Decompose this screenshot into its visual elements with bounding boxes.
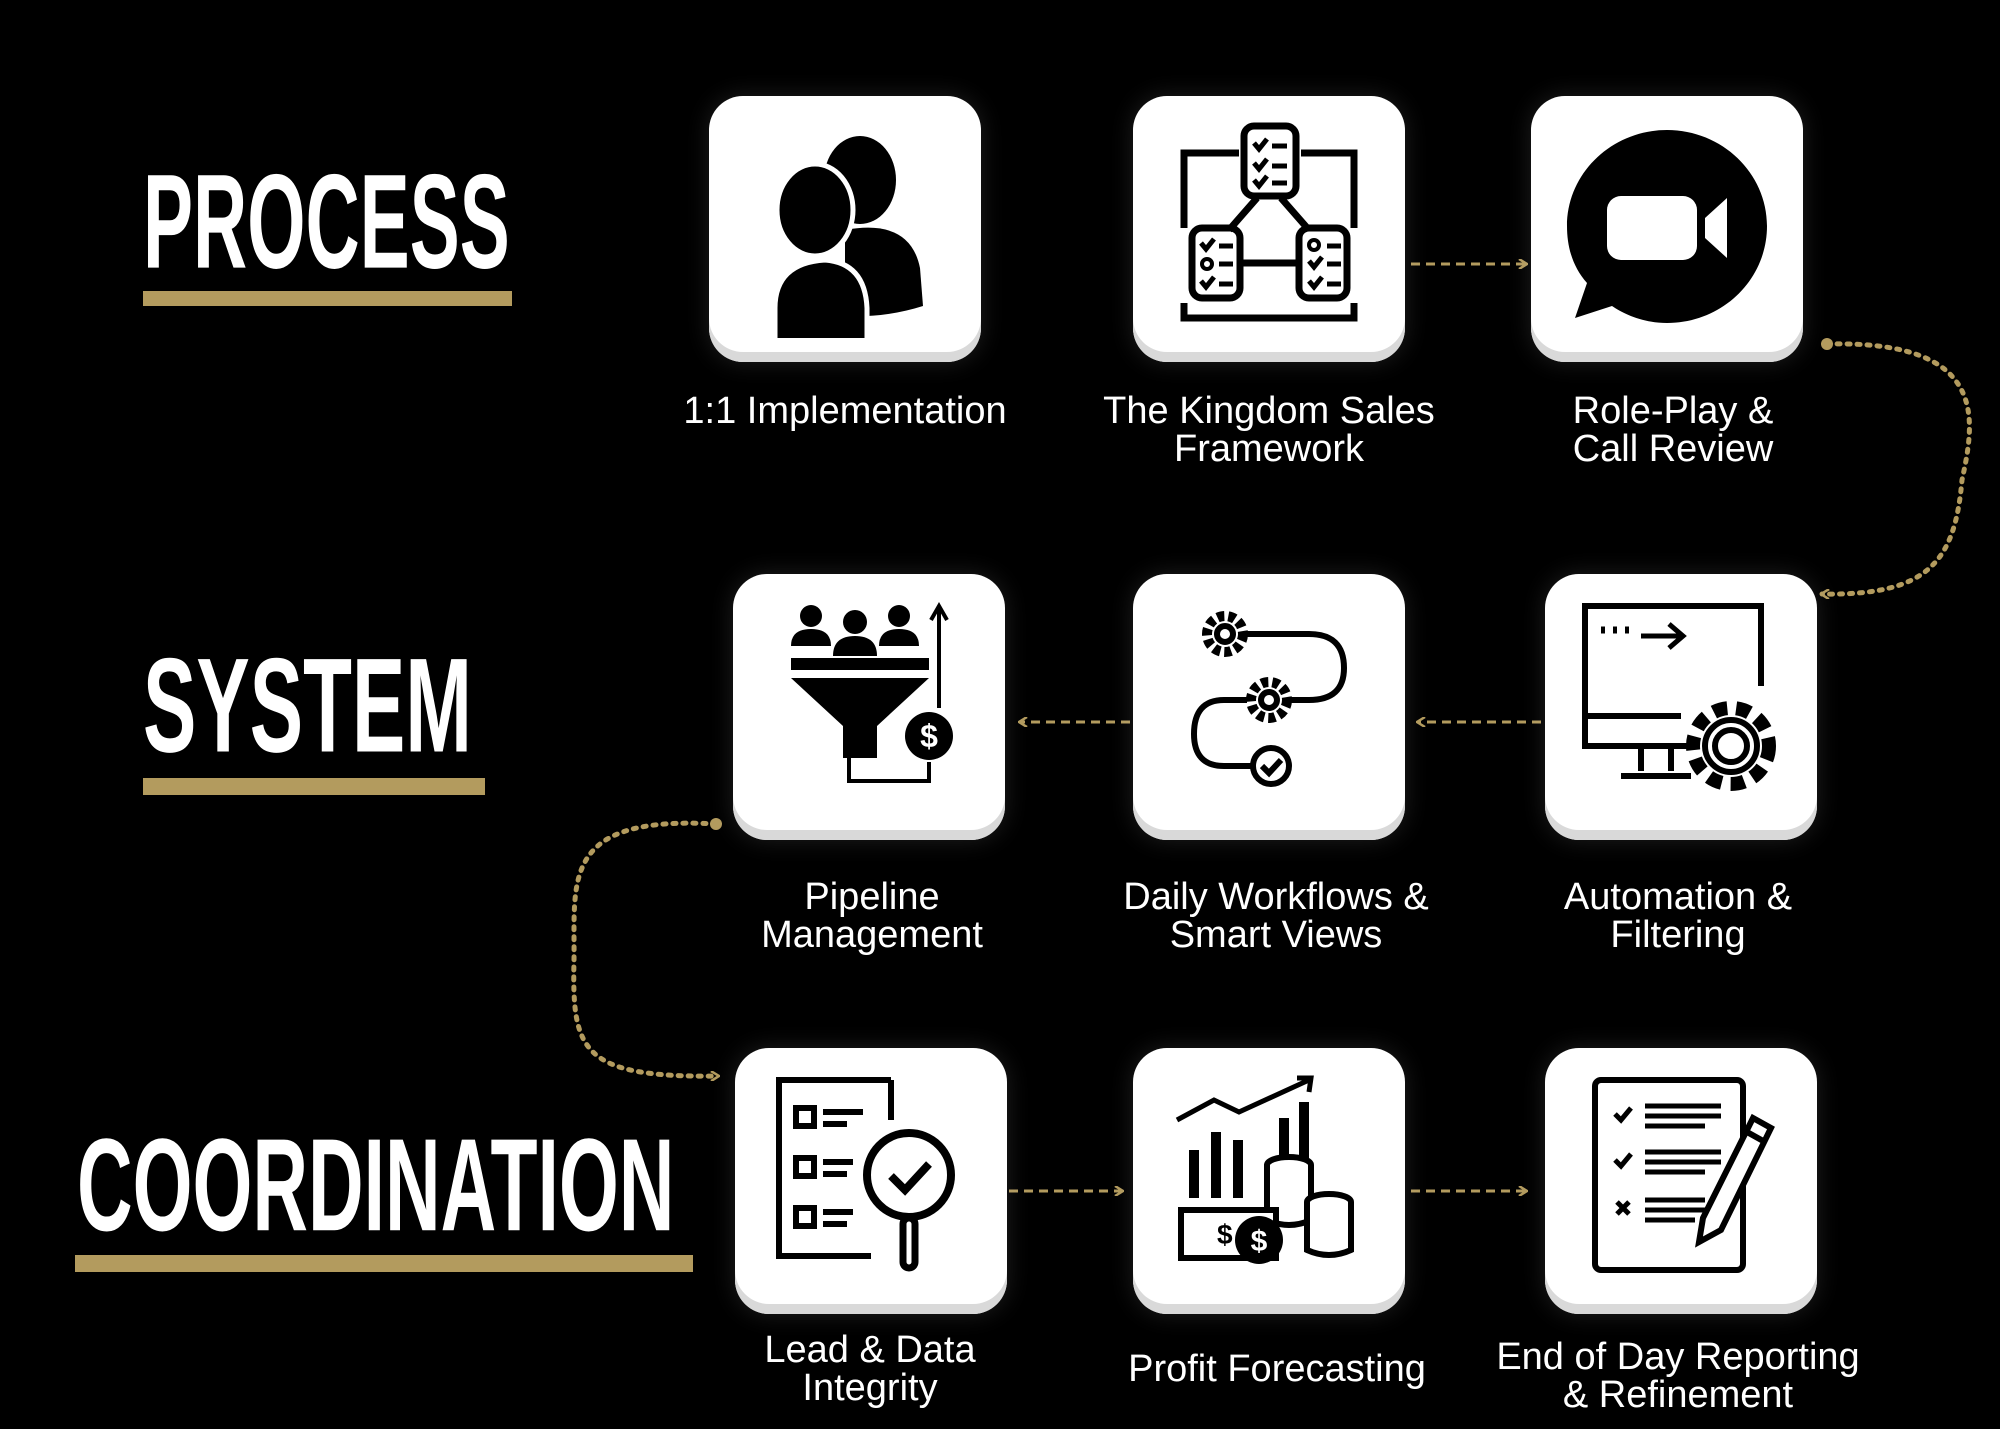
step-label: Profit Forecasting bbox=[1057, 1350, 1497, 1388]
dollar-sign: $ bbox=[1251, 1225, 1268, 1258]
step-card-automation bbox=[1545, 574, 1817, 840]
label-line: Role-Play & bbox=[1572, 390, 1774, 432]
users-icon bbox=[772, 136, 923, 338]
step-label: End of Day Reporting& Refinement bbox=[1458, 1338, 1898, 1414]
video-chat-icon bbox=[1567, 130, 1767, 323]
coordination-underline bbox=[75, 1255, 693, 1272]
label-line: Framework bbox=[1173, 428, 1365, 470]
label-line: Smart Views bbox=[1169, 914, 1383, 956]
label-line: The Kingdom Sales bbox=[1103, 390, 1435, 432]
label-line: Filtering bbox=[1610, 914, 1746, 956]
label-line: Integrity bbox=[802, 1367, 938, 1409]
checklist-network-icon bbox=[1180, 122, 1358, 322]
label-line: & Refinement bbox=[1562, 1374, 1794, 1416]
label-line: Profit Forecasting bbox=[1128, 1348, 1426, 1390]
heading-text: COORDINATION bbox=[77, 1112, 675, 1260]
step-label: 1:1 Implementation bbox=[625, 392, 1065, 430]
step-label: Daily Workflows &Smart Views bbox=[1056, 878, 1496, 954]
label-line: End of Day Reporting bbox=[1496, 1336, 1860, 1378]
step-card-lead-integrity bbox=[735, 1048, 1007, 1314]
label-line: Automation & bbox=[1563, 876, 1793, 918]
step-card-implementation bbox=[709, 96, 981, 362]
checklist-magnifier-icon bbox=[776, 1077, 955, 1272]
label-line: 1:1 Implementation bbox=[683, 390, 1007, 432]
profit-chart-icon: $ $ bbox=[1175, 1075, 1354, 1264]
step-label: Role-Play &Call Review bbox=[1453, 392, 1893, 468]
step-card-end-of-day bbox=[1545, 1048, 1817, 1314]
label-line: Management bbox=[761, 914, 983, 956]
step-card-pipeline: $ bbox=[733, 574, 1005, 840]
curve-step3-to-step6 bbox=[1819, 341, 1972, 594]
curve-start-dot bbox=[710, 818, 722, 830]
system-underline bbox=[143, 778, 485, 795]
dollar-sign: $ bbox=[1217, 1219, 1233, 1250]
step-card-sales-framework bbox=[1133, 96, 1405, 362]
step-label: Automation &Filtering bbox=[1458, 878, 1898, 954]
sales-funnel-icon: $ bbox=[791, 601, 953, 783]
monitor-gear-icon bbox=[1582, 603, 1776, 791]
dollar-sign: $ bbox=[920, 718, 938, 754]
step-card-profit-forecasting: $ $ bbox=[1133, 1048, 1405, 1314]
process-underline bbox=[143, 291, 512, 306]
label-line: Lead & Data bbox=[764, 1329, 976, 1371]
label-line: Pipeline bbox=[804, 876, 940, 918]
workflow-gears-icon bbox=[1190, 611, 1348, 787]
step-card-role-play bbox=[1531, 96, 1803, 362]
heading-text: SYSTEM bbox=[143, 630, 472, 781]
label-line: Call Review bbox=[1572, 428, 1774, 470]
step-card-daily-workflows bbox=[1133, 574, 1405, 840]
label-line: Daily Workflows & bbox=[1123, 876, 1429, 918]
curve-start-dot bbox=[1821, 338, 1833, 350]
report-pencil-icon bbox=[1592, 1077, 1775, 1273]
heading-text: PROCESS bbox=[143, 145, 510, 297]
